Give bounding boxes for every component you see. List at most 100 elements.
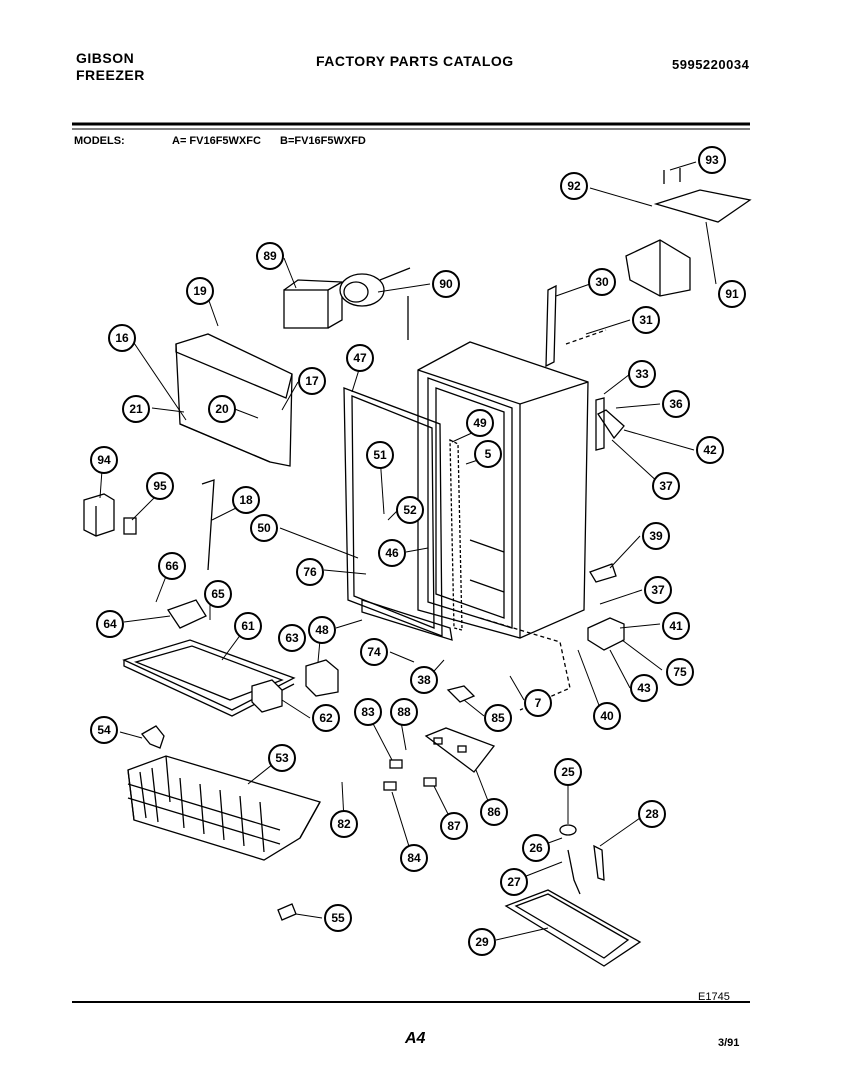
callout-85: 85 [484,704,512,732]
callout-37: 37 [644,576,672,604]
callout-number: 41 [669,619,683,633]
shelf-bracket [305,659,339,697]
stop [277,903,297,921]
mounting-bracket [175,333,293,467]
callout-number: 7 [535,696,542,710]
callout-62: 62 [312,704,340,732]
callout-number: 74 [367,645,381,659]
drip-tray [504,849,642,967]
callout-51: 51 [366,441,394,469]
callout-circle [440,812,468,840]
callout-87: 87 [440,812,468,840]
callout-93: 93 [698,146,726,174]
callout-74: 74 [360,638,388,666]
callout-circle [718,280,746,308]
revision-date: 3/91 [718,1037,740,1049]
page-title: FACTORY PARTS CATALOG [316,53,514,69]
callout-circle [146,472,174,500]
parts-drawings [83,168,752,967]
callout-number: 86 [487,805,501,819]
label-plate [123,517,137,535]
callout-number: 33 [635,367,649,381]
callout-circle [250,514,278,542]
callout-circle [468,928,496,956]
callout-number: 50 [257,521,271,535]
callout-number: 66 [165,559,179,573]
callout-5: 5 [474,440,502,468]
callout-39: 39 [642,522,670,550]
callout-number: 37 [659,479,673,493]
callout-number: 88 [397,705,411,719]
model-a: A= FV16F5WXFC [172,135,261,147]
callout-number: 31 [639,313,653,327]
callout-number: 40 [600,709,614,723]
callout-number: 39 [649,529,663,543]
callout-42: 42 [696,436,724,464]
callout-circle [466,409,494,437]
callout-65: 65 [204,580,232,608]
callout-number: 38 [417,673,431,687]
callout-circle [232,486,260,514]
callout-49: 49 [466,409,494,437]
callout-number: 76 [303,565,317,579]
clip [141,725,165,749]
callout-circle [346,344,374,372]
callout-number: 27 [507,875,521,889]
bracket-28 [593,844,605,881]
page-number: A4 [405,1030,426,1047]
callout-circle [234,612,262,640]
callout-circle [632,306,660,334]
callout-number: 20 [215,402,229,416]
callout-circle [560,172,588,200]
callout-37: 37 [652,472,680,500]
callout-circle [638,800,666,828]
models-label: MODELS: [74,135,125,147]
callout-number: 37 [651,583,665,597]
callout-91: 91 [718,280,746,308]
callout-circle [90,446,118,474]
callout-18: 18 [232,486,260,514]
callout-90: 90 [432,270,460,298]
shelf-support [625,168,752,297]
callout-circle [324,904,352,932]
hinge [595,397,625,451]
model-b: B=FV16F5WXFD [280,135,366,147]
callout-circle [652,472,680,500]
callout-circle [588,268,616,296]
product-type: FREEZER [76,67,145,83]
callout-number: 84 [407,851,421,865]
callout-circle [696,436,724,464]
callout-circle [500,868,528,896]
brand-name: GIBSON [76,50,135,66]
callout-50: 50 [250,514,278,542]
callout-number: 21 [129,402,143,416]
callout-40: 40 [593,702,621,730]
callout-33: 33 [628,360,656,388]
callout-28: 28 [638,800,666,828]
callout-89: 89 [256,242,284,270]
callout-circle [90,716,118,744]
callout-circle [360,638,388,666]
heater-strip [361,438,463,641]
callout-61: 61 [234,612,262,640]
callout-circle [396,496,424,524]
callout-circle [474,440,502,468]
callout-number: 30 [595,275,609,289]
callout-number: 28 [645,807,659,821]
callout-36: 36 [662,390,690,418]
callout-54: 54 [90,716,118,744]
callout-circle [480,798,508,826]
callout-66: 66 [158,552,186,580]
callout-circle [484,704,512,732]
callout-circle [400,844,428,872]
callout-52: 52 [396,496,424,524]
callout-circle [354,698,382,726]
callout-circle [698,146,726,174]
callout-number: 85 [491,711,505,725]
connector-87 [423,777,437,787]
callout-27: 27 [500,868,528,896]
callout-19: 19 [186,277,214,305]
callout-number: 18 [239,493,253,507]
callout-number: 95 [153,479,167,493]
